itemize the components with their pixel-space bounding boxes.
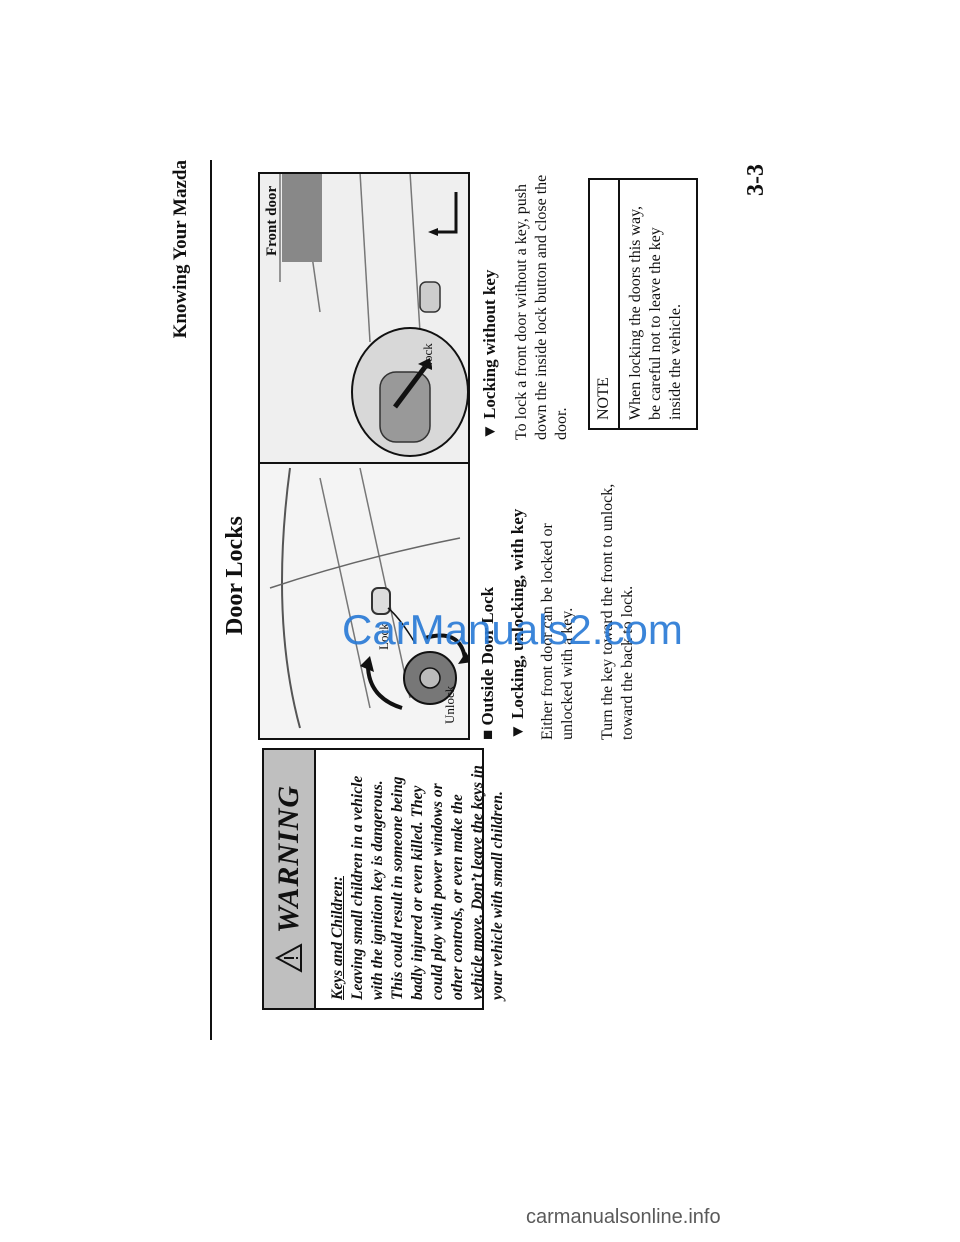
front-door-illustration — [260, 172, 470, 462]
triangle-bullet-icon-2: ▼ — [480, 418, 499, 440]
warning-triangle-icon — [275, 943, 302, 973]
without-key-para: To lock a front door without a key, push… — [513, 174, 570, 440]
watermark-bottom: carmanualsonline.info — [526, 1206, 721, 1228]
note-title: NOTE — [590, 180, 620, 428]
warning-box: WARNING Keys and Children: Leaving small… — [262, 748, 506, 1010]
figure-key-lock: Unlock Lock — [258, 458, 470, 740]
outside-para2: Turn the key toward the front to unlock,… — [599, 483, 636, 740]
page-number: 3-3 — [743, 164, 769, 196]
label-front-door: Front door — [264, 185, 280, 256]
warning-body: Keys and Children: Leaving small childre… — [316, 750, 520, 1008]
rotated-content: Knowing Your Mazda WARNING Keys and Chil… — [170, 160, 769, 1040]
header-rule — [210, 160, 212, 1040]
note-body: When locking the doors this way, be care… — [627, 205, 684, 420]
note-box: NOTE When locking the doors this way, be… — [588, 178, 698, 430]
figure-front-door: Lock Front door — [258, 172, 470, 464]
warning-title: WARNING — [272, 784, 305, 934]
warning-subtitle: Keys and Children: — [329, 875, 346, 1000]
warning-text: Leaving small children in a vehicle with… — [349, 765, 506, 1000]
label-unlock: Unlock — [442, 685, 457, 724]
door-key-illustration — [269, 467, 470, 729]
outside-para1: Either front door can be locked or unloc… — [539, 523, 576, 740]
without-key-heading: ▼ Locking without key — [480, 269, 499, 440]
section-title: Door Locks — [222, 516, 248, 635]
watermark-center: CarManuals2.com — [342, 606, 683, 653]
header-title: Knowing Your Mazda — [170, 160, 191, 339]
warning-header: WARNING — [264, 750, 316, 1008]
square-bullet-icon: ■ — [478, 725, 497, 740]
triangle-bullet-icon: ▼ — [508, 718, 527, 740]
label-lock-fig2: Lock — [420, 343, 435, 370]
